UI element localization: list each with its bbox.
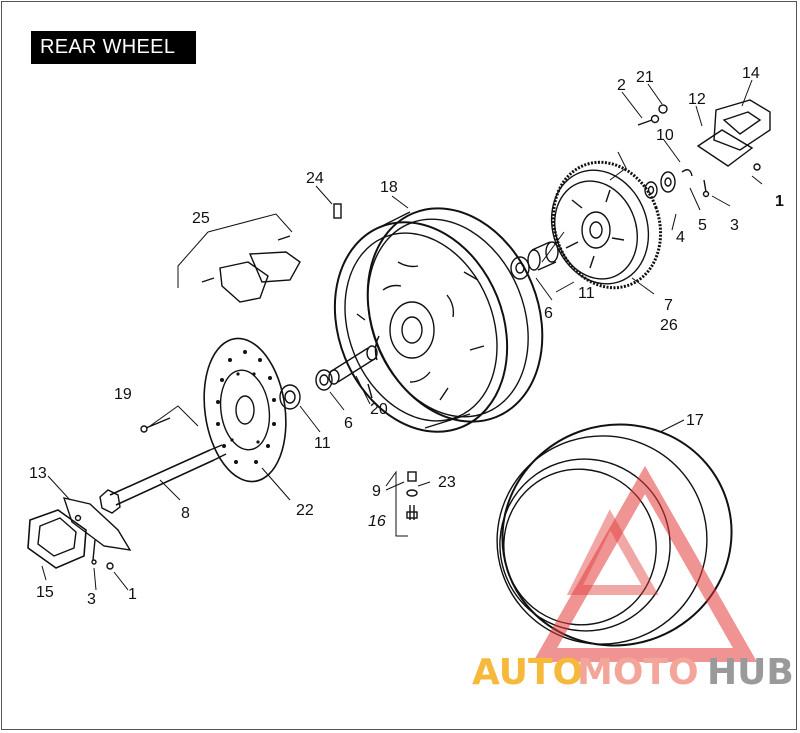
callout-4: 4 [676, 229, 685, 246]
callout-16: 16 [368, 513, 386, 530]
callout-21: 21 [636, 69, 654, 86]
callout-11-left: 11 [314, 435, 331, 452]
callout-19: 19 [114, 386, 132, 403]
callout-2: 2 [617, 77, 626, 94]
callout-1-right: 1 [775, 193, 784, 210]
callout-17: 17 [686, 412, 704, 429]
callout-1-left: 1 [128, 586, 137, 603]
callout-12: 12 [688, 91, 706, 108]
callout-24: 24 [306, 170, 324, 187]
callout-11-right: 11 [578, 285, 595, 302]
wheel-rim [333, 207, 544, 433]
callout-labels: 2 21 14 12 10 1 4 5 3 24 18 25 11 6 7 26… [29, 65, 784, 608]
watermark-auto: AUTO [472, 652, 583, 693]
callout-6-left: 6 [344, 415, 353, 432]
callout-26: 26 [660, 317, 678, 334]
callout-5: 5 [698, 217, 707, 234]
watermark-logo: AUTO MOTO HUB [472, 465, 794, 693]
callout-10: 10 [656, 127, 674, 144]
callout-15: 15 [36, 584, 54, 601]
tire [496, 423, 733, 647]
callout-3-left: 3 [87, 591, 96, 608]
callout-23: 23 [438, 474, 456, 491]
brake-disc [203, 337, 287, 483]
callout-7: 7 [664, 297, 673, 314]
axle [99, 444, 227, 514]
right-hardware [637, 99, 771, 199]
sprocket [550, 160, 663, 290]
left-hardware [27, 417, 171, 570]
diagram-title: REAR WHEEL [31, 31, 196, 64]
watermark-moto: MOTO [577, 652, 699, 693]
bearing-right [510, 241, 559, 280]
valve-stem [406, 471, 418, 520]
callout-25: 25 [192, 210, 210, 227]
callout-3-right: 3 [730, 217, 739, 234]
spacer-sleeve [328, 345, 378, 385]
caliper-bracket [201, 203, 342, 303]
callout-14: 14 [742, 65, 760, 82]
callout-18: 18 [380, 179, 398, 196]
callout-22: 22 [296, 502, 314, 519]
bearing-left [279, 369, 333, 410]
callout-13: 13 [29, 465, 47, 482]
callout-6-right: 6 [544, 305, 553, 322]
callout-20: 20 [370, 401, 388, 418]
watermark-hub: HUB [707, 652, 794, 693]
callout-9: 9 [372, 483, 381, 500]
leader-lines [41, 79, 763, 591]
callout-8: 8 [181, 505, 190, 522]
